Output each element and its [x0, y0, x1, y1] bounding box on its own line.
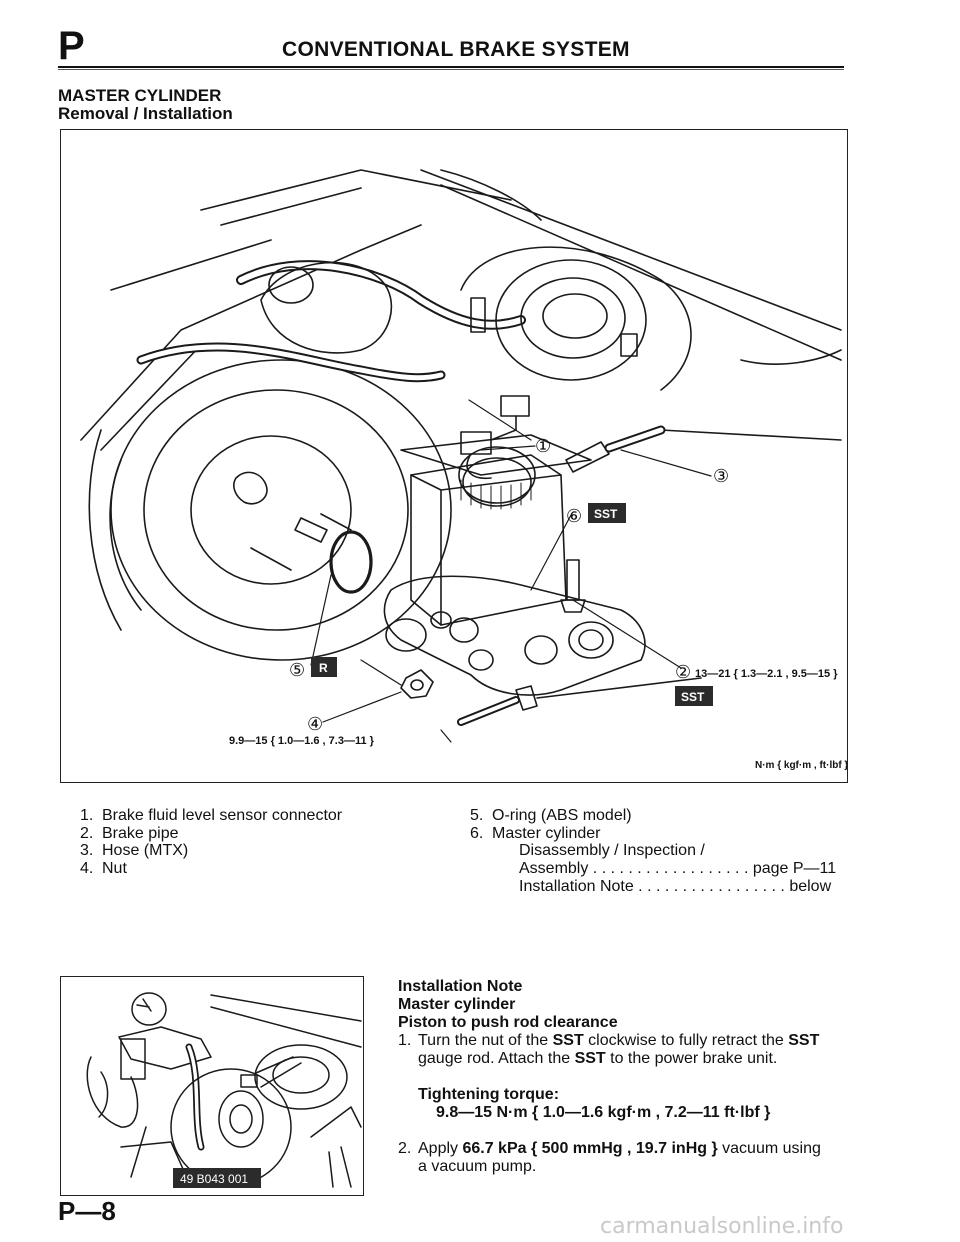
installation-note-component: Master cylinder [398, 996, 516, 1013]
installation-note-topic: Piston to push rod clearance [398, 1014, 618, 1031]
header-rule-thin [58, 69, 844, 70]
master-cylinder-illustration: ① ② ③ ④ ⑤ ⑥ 13—21 { 1.3—2.1 , 9.5—15 } 9… [60, 129, 848, 783]
callout-3: ③ [713, 466, 729, 486]
sst-drawing: 49 B043 001 [86, 992, 362, 1188]
page-number: P—8 [58, 1196, 116, 1226]
header-rule [58, 66, 844, 68]
svg-text:SST: SST [594, 507, 618, 521]
section-subheading: Removal / Installation [58, 104, 233, 123]
list-item: 4.Nut [80, 859, 127, 877]
list-item: 2.Brake pipe [80, 824, 179, 842]
torque-units-label: N·m { kgf·m , ft·lbf } [755, 760, 847, 771]
tightening-torque-value: 9.8—15 N·m { 1.0—1.6 kgf·m , 7.2—11 ft·l… [436, 1104, 771, 1121]
svg-text:R: R [319, 661, 328, 675]
parts-list-right: 5.O-ring (ABS model) 6.Master cylinder [470, 807, 632, 842]
parts-list-left: 1.Brake fluid level sensor connector 2.B… [80, 807, 342, 877]
callout-2: ② [675, 662, 691, 682]
installation-note-title: Installation Note [398, 978, 523, 995]
installation-step-1: 1.Turn the nut of the SST clockwise to f… [398, 1032, 820, 1049]
reference-line: Disassembly / Inspection / [519, 842, 705, 859]
section-heading: MASTER CYLINDER [58, 86, 222, 105]
sst-badge-brake-pipe: SST [675, 686, 713, 706]
callout-1: ① [535, 436, 551, 456]
master-cylinder-drawing: ① ② ③ ④ ⑤ ⑥ 13—21 { 1.3—2.1 , 9.5—15 } 9… [80, 169, 847, 771]
callout-6: ⑥ [566, 506, 582, 526]
sst-part-number-badge: 49 B043 001 [173, 1168, 261, 1188]
sst-badge-master-cylinder: SST [588, 503, 626, 523]
installation-step-1-cont: gauge rod. Attach the SST to the power b… [418, 1050, 778, 1067]
torque-label-brake-pipe: 13—21 { 1.3—2.1 , 9.5—15 } [695, 668, 838, 680]
watermark: carmanualsonline.info [600, 1214, 844, 1239]
page-title: CONVENTIONAL BRAKE SYSTEM [282, 38, 630, 61]
installation-step-2: 2.Apply 66.7 kPa { 500 mmHg , 19.7 inHg … [398, 1140, 821, 1157]
callout-5: ⑤ [289, 660, 305, 680]
callout-4: ④ [307, 714, 323, 734]
reference-installation-note: Installation Note . . . . . . . . . . . … [519, 878, 832, 895]
installation-step-2-cont: a vacuum pump. [418, 1158, 537, 1175]
torque-label-nut: 9.9—15 { 1.0—1.6 , 7.3—11 } [229, 735, 375, 747]
list-item: 5.O-ring (ABS model) [470, 807, 632, 824]
svg-text:SST: SST [681, 690, 705, 704]
list-item: 1.Brake fluid level sensor connector [80, 807, 343, 824]
list-item: 6.Master cylinder [470, 824, 601, 842]
list-item: 3.Hose (MTX) [80, 842, 189, 860]
tightening-torque-label: Tightening torque: [418, 1086, 560, 1103]
sst-installation-illustration: 49 B043 001 [60, 976, 364, 1196]
section-letter: P [58, 24, 85, 68]
reference-assembly: Assembly . . . . . . . . . . . . . . . .… [519, 860, 837, 877]
replace-badge-o-ring: R [311, 657, 337, 677]
svg-text:49 B043 001: 49 B043 001 [180, 1172, 248, 1186]
